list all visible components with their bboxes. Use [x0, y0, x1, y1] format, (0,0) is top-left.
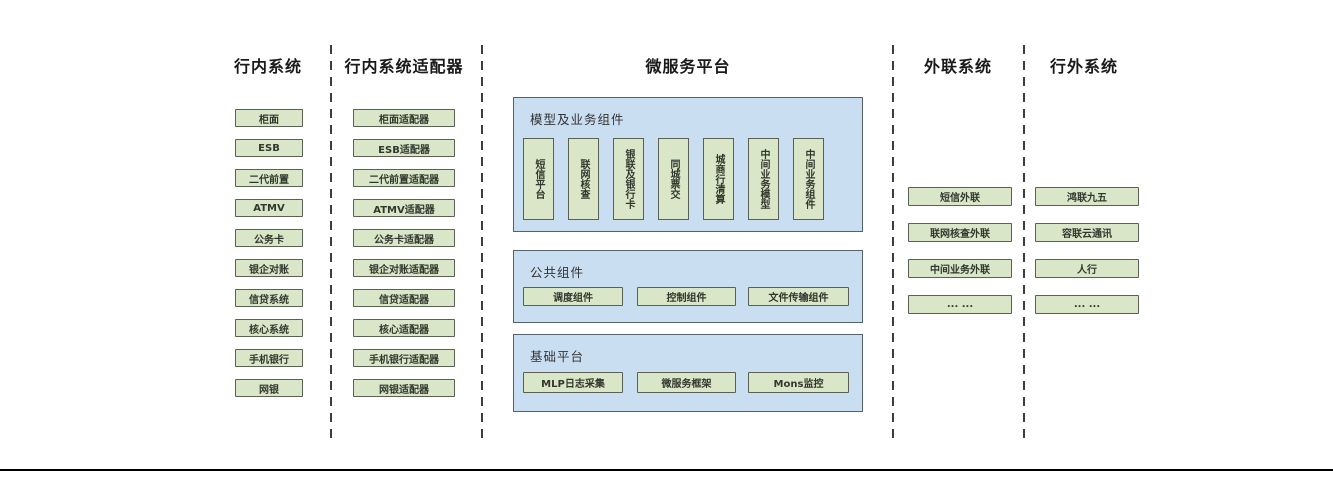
adapter-node: 二代前置适配器 — [353, 169, 455, 187]
business-component-node: 中间业务模型 — [748, 138, 779, 220]
group-common-components: 公共组件 — [513, 250, 863, 323]
internal-system-node: ATMV — [235, 199, 303, 217]
internal-system-node: 银企对账 — [235, 259, 303, 277]
column-title-internal-adapters: 行内系统适配器 — [344, 57, 464, 76]
base-platform-node: 微服务框架 — [637, 372, 736, 393]
internal-system-node: 信贷系统 — [235, 289, 303, 307]
column-separator — [892, 45, 894, 442]
external-link-node: 中间业务外联 — [908, 259, 1012, 278]
base-platform-node: Mons监控 — [748, 372, 849, 393]
adapter-node: 核心适配器 — [353, 319, 455, 337]
business-component-node: 联网核查 — [568, 138, 599, 220]
external-link-node: 联网核查外联 — [908, 223, 1012, 242]
business-component-node: 短信平台 — [523, 138, 554, 220]
group-title: 基础平台 — [530, 349, 585, 364]
adapter-node: 网银适配器 — [353, 379, 455, 397]
group-title: 公共组件 — [530, 265, 585, 280]
adapter-node: 信贷适配器 — [353, 289, 455, 307]
adapter-node: ATMV适配器 — [353, 199, 455, 217]
common-component-node: 控制组件 — [637, 287, 736, 306]
column-title-microservice-platform: 微服务平台 — [645, 57, 731, 76]
internal-system-node: 柜面 — [235, 109, 303, 127]
adapter-node: 公务卡适配器 — [353, 229, 455, 247]
external-link-node: ... ... — [908, 295, 1012, 314]
adapter-node: 银企对账适配器 — [353, 259, 455, 277]
column-title-outside-systems: 行外系统 — [1049, 57, 1118, 76]
outside-system-node: ... ... — [1035, 295, 1139, 314]
column-separator — [330, 45, 332, 442]
column-separator — [1023, 45, 1025, 442]
internal-system-node: 网银 — [235, 379, 303, 397]
adapter-node: 柜面适配器 — [353, 109, 455, 127]
outside-system-node: 鸿联九五 — [1035, 187, 1139, 206]
business-component-node: 银联及银行卡 — [613, 138, 644, 220]
column-title-internal-systems: 行内系统 — [233, 57, 302, 76]
column-separator — [481, 45, 483, 442]
common-component-node: 调度组件 — [523, 287, 623, 306]
bottom-rule — [0, 469, 1333, 471]
internal-system-node: 公务卡 — [235, 229, 303, 247]
internal-system-node: 二代前置 — [235, 169, 303, 187]
common-component-node: 文件传输组件 — [748, 287, 849, 306]
business-component-node: 城商行清算 — [703, 138, 734, 220]
base-platform-node: MLP日志采集 — [523, 372, 623, 393]
internal-system-node: 手机银行 — [235, 349, 303, 367]
external-link-node: 短信外联 — [908, 187, 1012, 206]
outside-system-node: 容联云通讯 — [1035, 223, 1139, 242]
column-title-external-link-systems: 外联系统 — [923, 57, 992, 76]
internal-system-node: ESB — [235, 139, 303, 157]
internal-system-node: 核心系统 — [235, 319, 303, 337]
group-title: 模型及业务组件 — [530, 112, 625, 127]
business-component-node: 同城票交 — [658, 138, 689, 220]
adapter-node: ESB适配器 — [353, 139, 455, 157]
business-component-node: 中间业务组件 — [793, 138, 824, 220]
adapter-node: 手机银行适配器 — [353, 349, 455, 367]
outside-system-node: 人行 — [1035, 259, 1139, 278]
